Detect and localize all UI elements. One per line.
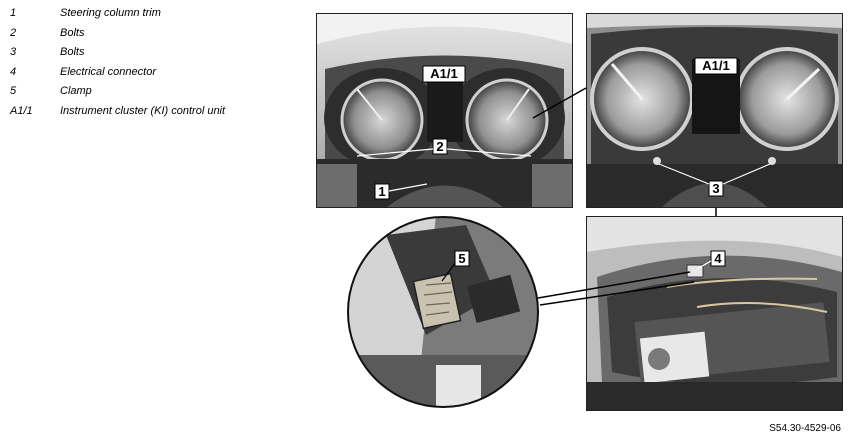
cluster-closeup-drawing: A1/1 3 (587, 14, 842, 207)
legend-description: Bolts (60, 46, 85, 58)
legend-key: 4 (10, 65, 17, 78)
legend-key: 1 (10, 7, 17, 19)
legend-row: 3 Bolts (10, 45, 310, 65)
legend-row: 1 Steering column trim (10, 6, 310, 26)
legend-row: 2 Bolts (10, 26, 310, 46)
legend-description: Instrument cluster (KI) control unit (60, 104, 226, 117)
legend-key: 5 (10, 85, 17, 97)
callout-a1-1: A1/1 (702, 58, 729, 73)
callout-2: 2 (436, 139, 443, 154)
photo-cluster-rear: 4 (586, 216, 843, 411)
photo-cluster-closeup: A1/1 3 (586, 13, 843, 208)
clamp-detail-drawing: 5 (347, 216, 539, 408)
legend-key: A1/1 (10, 104, 33, 117)
callout-4: 4 (714, 251, 722, 266)
legend-description: Electrical connector (60, 65, 156, 78)
legend-row: 5 Clamp (10, 84, 310, 104)
photo-dashboard-overview: A1/1 2 1 (316, 13, 573, 208)
figure-reference: S54.30-4529-06 (769, 423, 841, 434)
legend-description: Steering column trim (60, 7, 161, 19)
legend-row: A1/1 Instrument cluster (KI) control uni… (10, 104, 310, 124)
legend: 1 Steering column trim 2 Bolts 3 Bolts 4… (10, 6, 310, 123)
legend-row: 4 Electrical connector (10, 65, 310, 85)
detail-circle-clamp: 5 (346, 215, 540, 409)
callout-3: 3 (712, 181, 719, 196)
cluster-rear-drawing: 4 (587, 217, 842, 410)
callout-a1-1: A1/1 (430, 66, 457, 81)
callout-5: 5 (458, 251, 465, 266)
dashboard-overview-drawing: A1/1 2 1 (317, 14, 572, 207)
legend-description: Clamp (60, 85, 92, 97)
callout-1: 1 (378, 184, 385, 199)
legend-key: 2 (10, 26, 17, 39)
legend-key: 3 (10, 46, 17, 58)
legend-description: Bolts (60, 26, 85, 39)
